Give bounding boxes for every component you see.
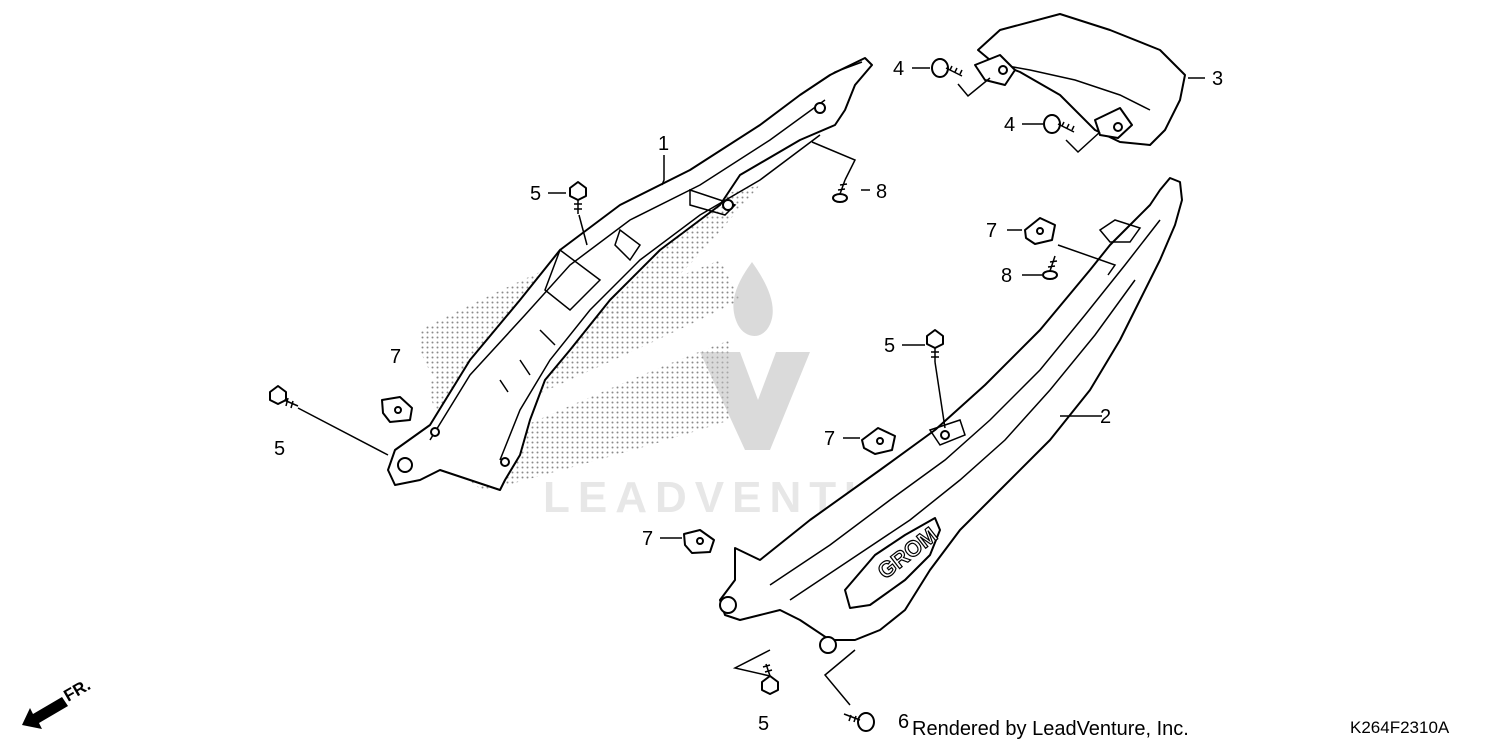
callout-part-2: 2 bbox=[1100, 406, 1111, 428]
leader-lines bbox=[297, 67, 1205, 706]
front-label: FR. bbox=[61, 675, 94, 705]
clip-7-mid-right bbox=[861, 427, 896, 455]
callout-part-5-upper: 5 bbox=[530, 183, 541, 205]
fastener-4-upper bbox=[931, 58, 963, 78]
callout-part-7-upper-right: 7 bbox=[986, 220, 997, 242]
callout-part-4-lower: 4 bbox=[1004, 114, 1015, 136]
clip-7-left bbox=[381, 396, 413, 423]
part-2-right-side-cover: GROM bbox=[719, 177, 1183, 654]
bolt-5-mid-right bbox=[926, 329, 944, 362]
front-arrow-icon bbox=[22, 697, 68, 729]
screw-8-upper bbox=[832, 179, 848, 203]
callout-part-7-mid: 7 bbox=[824, 428, 835, 450]
bolt-5-bottom bbox=[761, 663, 779, 695]
callout-part-7-left: 7 bbox=[390, 346, 401, 368]
part-1-left-side-cover bbox=[387, 57, 873, 491]
callout-part-5-left: 5 bbox=[274, 438, 285, 460]
callout-part-3: 3 bbox=[1212, 68, 1223, 90]
clip-7-bottom bbox=[683, 529, 715, 554]
front-direction-indicator: FR. bbox=[22, 675, 94, 729]
diagram-code: K264F2310A bbox=[1350, 718, 1450, 737]
render-credit: Rendered by LeadVenture, Inc. bbox=[912, 718, 1189, 740]
callout-part-6: 6 bbox=[898, 711, 909, 733]
bolt-5-left bbox=[269, 385, 299, 409]
callout-part-7-bottom: 7 bbox=[642, 528, 653, 550]
callout-part-8-right: 8 bbox=[1001, 265, 1012, 287]
callout-part-1: 1 bbox=[658, 133, 669, 155]
screw-6 bbox=[843, 712, 875, 732]
callout-part-8-upper: 8 bbox=[876, 181, 887, 203]
screw-8-right bbox=[1042, 255, 1058, 280]
clip-7-upper-right bbox=[1024, 217, 1056, 245]
callout-part-5-right: 5 bbox=[884, 335, 895, 357]
bolt-5-upper-left bbox=[569, 181, 587, 214]
part-3-rear-center-cover bbox=[974, 13, 1186, 146]
callout-part-4-upper: 4 bbox=[893, 58, 904, 80]
fastener-4-lower bbox=[1043, 114, 1075, 134]
callout-part-5-bottom: 5 bbox=[758, 713, 769, 735]
